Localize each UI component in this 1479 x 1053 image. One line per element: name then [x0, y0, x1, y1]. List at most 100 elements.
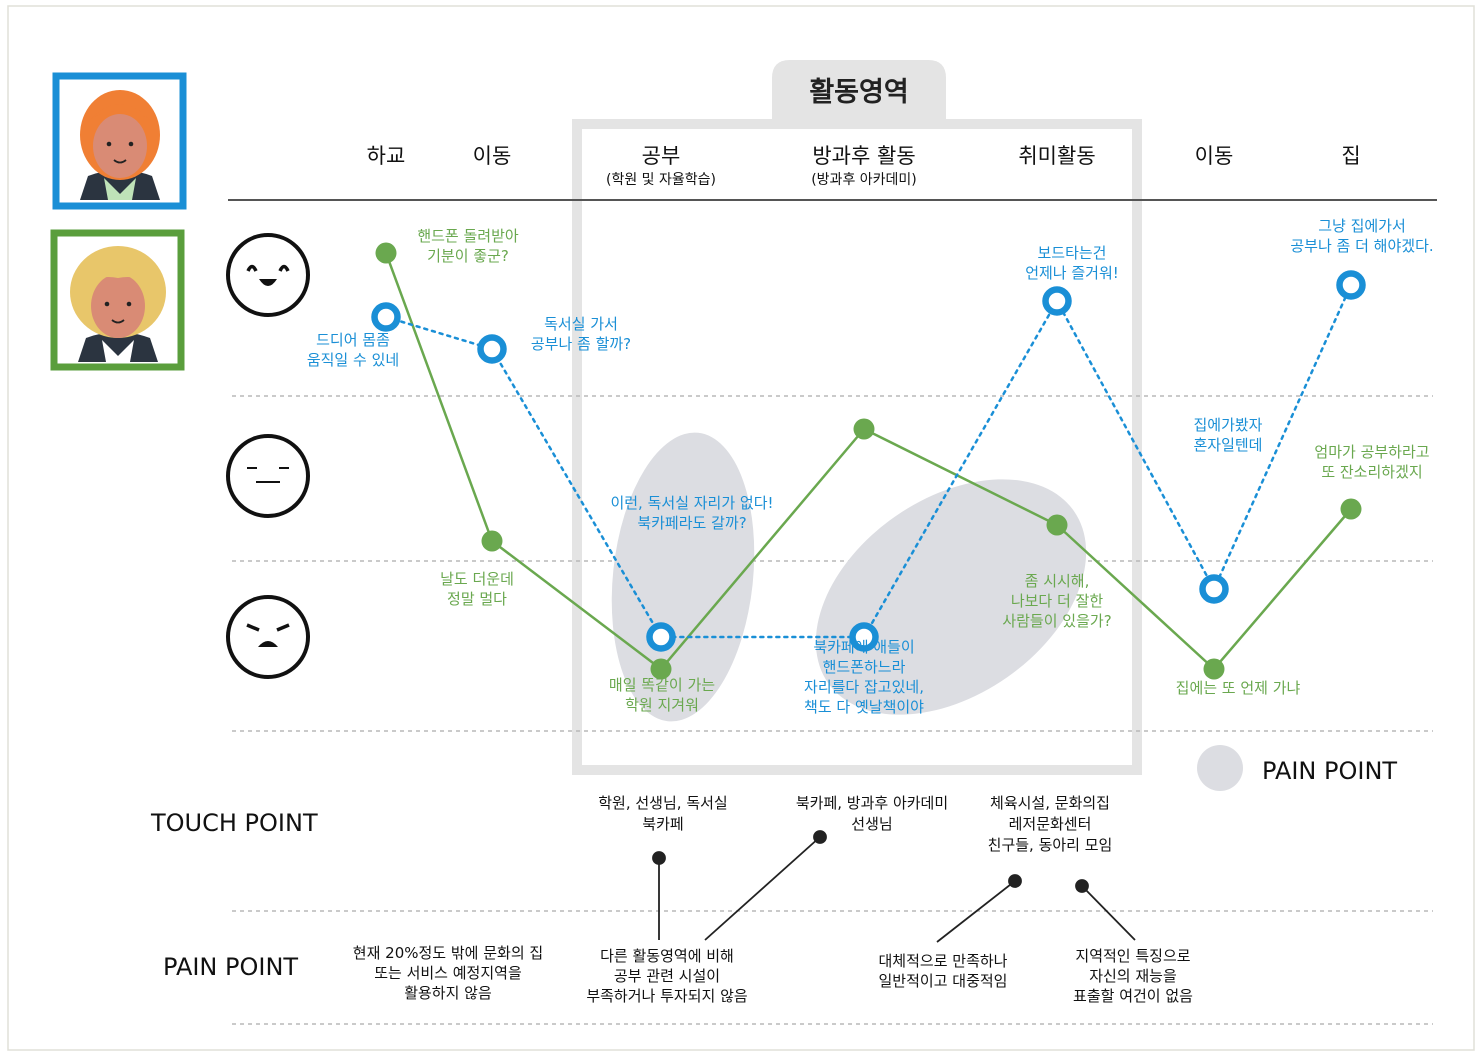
connector-line: [704, 836, 821, 941]
pain-point-text: 부족하거나 투자되지 않음: [586, 987, 747, 1005]
green-point: [1203, 658, 1225, 680]
annotation-g5: 나보다 더 잘한: [1011, 592, 1104, 610]
stage-label: 공부: [642, 144, 681, 168]
pain-point-text: 공부 관련 시설이: [614, 967, 720, 985]
annotation-b2: 독서실 가서: [544, 315, 618, 333]
pain-point-text: 현재 20%정도 밖에 문화의 집: [353, 944, 543, 962]
journey-line-green: [375, 242, 1362, 680]
touch-point-text: 친구들, 동아리 모임: [988, 836, 1113, 854]
touch-point-text: 북카페, 방과후 아카데미: [796, 794, 948, 812]
connector-line: [1081, 885, 1136, 941]
connectors: [652, 830, 1136, 943]
touch-point-text: 레저문화센터: [1009, 815, 1092, 833]
annotation-b6: 혼자일텐데: [1193, 436, 1262, 454]
annotation-b2: 공부나 좀 할까?: [531, 335, 631, 353]
blue-point: [1199, 574, 1229, 604]
annotation-g5: 좀 시시해,: [1025, 572, 1090, 590]
annotation-b1: 움직일 수 있네: [307, 351, 399, 369]
stage-label: 이동: [1195, 144, 1234, 168]
stage-sublabel: (학원 및 자율학습): [606, 172, 716, 188]
activity-area-tab: [772, 60, 946, 122]
stage-sublabel: (방과후 아카데미): [811, 172, 917, 188]
touch-point-heading: TOUCH POINT: [150, 809, 318, 837]
stage-label: 방과후 활동: [812, 144, 915, 168]
annotation-b6: 집에가봤자: [1193, 416, 1262, 434]
blue-point: [1042, 286, 1072, 316]
connector-line: [936, 880, 1016, 943]
touch-point-text: 선생님: [851, 815, 892, 833]
annotation-g3: 매일 똑같이 가는: [609, 676, 715, 694]
legend: PAIN POINT: [1197, 745, 1397, 791]
pain-area-study: [611, 432, 755, 722]
blue-point: [371, 302, 401, 332]
blue-point: [646, 622, 676, 652]
annotation-b3: 이런, 독서실 자리가 없다!: [610, 494, 773, 512]
green-point: [375, 242, 397, 264]
journey-line-blue: [371, 270, 1366, 652]
green-point: [650, 658, 672, 680]
annotation-b7: 그냥 집에가서: [1318, 217, 1406, 235]
touch-point-text: 북카페: [642, 815, 683, 833]
blue-point: [1336, 270, 1366, 300]
angry-face-icon: [226, 595, 310, 679]
connector-dot: [813, 830, 827, 844]
legend-pain-label: PAIN POINT: [1262, 757, 1397, 785]
annotation-g1: 기분이 좋군?: [427, 247, 509, 265]
pain-point-areas: [611, 432, 1087, 722]
persona-blonde-hair: [50, 229, 185, 371]
pain-area-afterschool: [815, 479, 1087, 715]
annotation-g1: 핸드폰 돌려받아: [417, 227, 519, 245]
annotation-b1: 드디어 몸좀: [316, 331, 390, 349]
annotation-b5: 언제나 즐거워!: [1025, 264, 1119, 282]
pain-point-text: 표출할 여건이 없음: [1073, 987, 1193, 1005]
activity-area-title: 활동영역: [809, 77, 908, 108]
annotation-b4: 책도 다 옛날책이야: [804, 698, 924, 716]
persona-avatar: [70, 246, 166, 362]
annotation-b5: 보드타는건: [1037, 244, 1106, 262]
connector-dot: [1075, 879, 1089, 893]
touch-point-text: 학원, 선생님, 독서실: [598, 794, 727, 812]
mood-band-lines: [232, 395, 1433, 1025]
outer-frame: [7, 5, 1475, 1051]
connector-dot: [1008, 874, 1022, 888]
stage-label: 집: [1341, 144, 1360, 168]
annotation-g6: 집에는 또 언제 가냐: [1176, 679, 1301, 697]
annotation-g7: 엄마가 공부하라고: [1314, 443, 1429, 461]
stage-label: 하교: [367, 144, 406, 168]
pain-point-text: 활용하지 않음: [404, 984, 492, 1002]
legend-pain-swatch: [1197, 745, 1243, 791]
stage-label: 이동: [473, 144, 512, 168]
annotation-g2: 날도 더운데: [440, 570, 514, 588]
connector-dot: [652, 851, 666, 865]
annotation-b3: 북카페라도 갈까?: [637, 514, 746, 532]
annotation-g2: 정말 멀다: [447, 590, 507, 608]
annotation-g7: 또 잔소리하겠지: [1321, 463, 1422, 481]
annotation-b4: 북카페에 애들이: [813, 638, 914, 656]
green-point: [853, 418, 875, 440]
green-point: [481, 530, 503, 552]
pain-point-heading: PAIN POINT: [163, 953, 298, 981]
green-point: [1046, 514, 1068, 536]
green-point: [1340, 498, 1362, 520]
pain-point-text: 일반적이고 대중적임: [879, 972, 1008, 990]
stage-header: 하교 이동 공부 (학원 및 자율학습) 방과후 활동 (방과후 아카데미) 취미활동 이동 집: [367, 144, 1361, 188]
happy-face-icon: [226, 233, 310, 317]
annotation-b4: 핸드폰하느라: [823, 658, 906, 676]
stage-label: 취미활동: [1018, 144, 1095, 168]
pain-point-text: 다른 활동영역에 비해: [600, 947, 734, 965]
neutral-face-icon: [226, 434, 310, 518]
annotation-g3: 학원 지겨워: [625, 696, 699, 714]
annotation-b7: 공부나 좀 더 해야겠다.: [1290, 237, 1433, 255]
touch-point-text: 체육시설, 문화의집: [990, 794, 1110, 812]
pain-point-text: 자신의 재능을: [1089, 967, 1177, 985]
pain-point-text: 지역적인 특징으로: [1075, 947, 1190, 965]
persona-orange-hair: [52, 72, 187, 210]
pain-point-text: 대체적으로 만족하나: [879, 952, 1008, 970]
blue-point: [477, 334, 507, 364]
annotation-g5: 사람들이 있을가?: [1002, 612, 1111, 630]
annotation-b4: 자리를다 잡고있네,: [804, 678, 924, 696]
